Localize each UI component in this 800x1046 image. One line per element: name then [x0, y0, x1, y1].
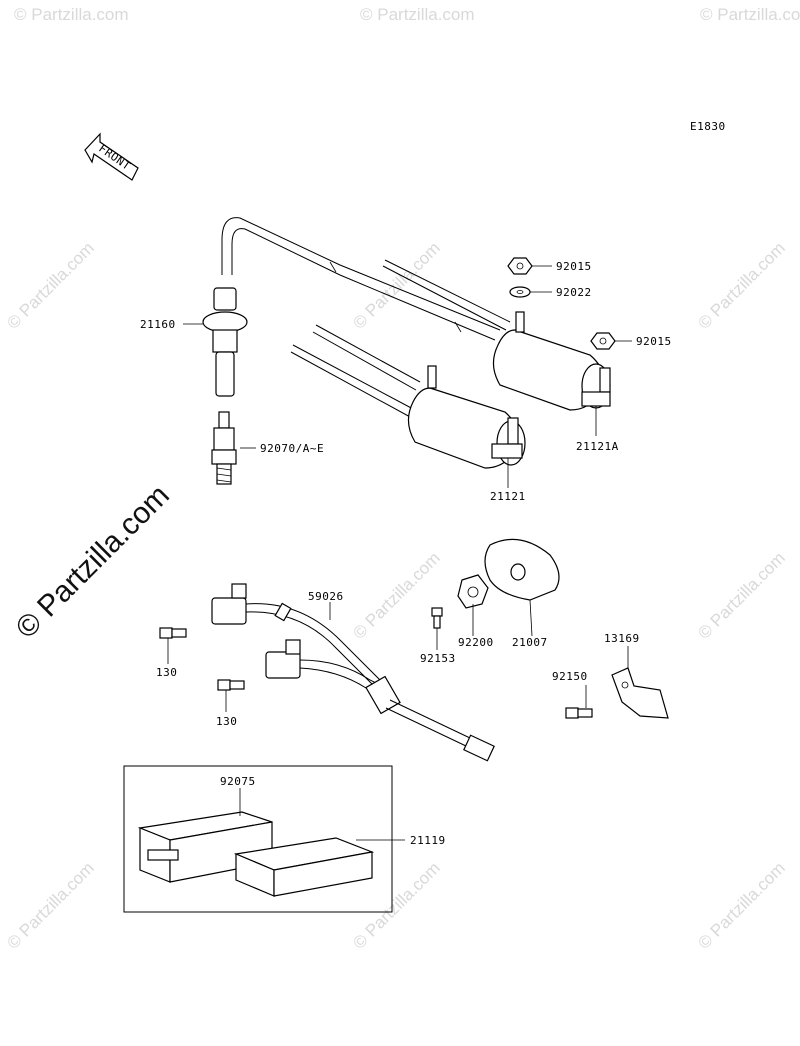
label-92150: 92150 — [552, 670, 588, 683]
ignition-coil-21121 — [290, 324, 526, 469]
watermark-text: © Partzilla.com — [694, 858, 788, 952]
spark-plug — [211, 411, 237, 485]
front-arrow-icon: FRONT — [84, 132, 139, 181]
washer-92022 — [509, 286, 531, 298]
bolt-92153 — [431, 607, 443, 629]
part-labels: 21160 92070/A~E 92015 92022 92015 21121A… — [140, 260, 672, 847]
plug-cap-assembly — [202, 217, 501, 397]
watermark-text: © Partzilla.com — [3, 858, 97, 952]
label-130-top: 130 — [156, 666, 177, 679]
watermark-text: © Partzilla.com — [700, 5, 800, 24]
nut-92015-right — [590, 332, 616, 350]
label-92015-right: 92015 — [636, 335, 672, 348]
diagram-code: E1830 — [690, 120, 726, 133]
bolt-130-bottom — [217, 679, 245, 691]
watermark-text: © Partzilla.com — [349, 238, 443, 332]
nut-92200 — [457, 574, 489, 609]
watermark-text: © Partzilla.com — [694, 238, 788, 332]
ignition-coil-21121a — [382, 259, 611, 411]
leader-lines — [167, 265, 632, 841]
bolt-130-top — [159, 627, 187, 639]
watermark-text: © Partzilla.com — [3, 238, 97, 332]
pickup-coil-harness — [211, 583, 495, 762]
label-92153: 92153 — [420, 652, 456, 665]
watermark-text: © Partzilla.com — [694, 548, 788, 642]
label-21119: 21119 — [410, 834, 446, 847]
label-21160: 21160 — [140, 318, 176, 331]
bracket-13169 — [611, 667, 669, 719]
label-92075: 92075 — [220, 775, 256, 788]
watermark-text: © Partzilla.com — [14, 5, 129, 24]
label-21121a: 21121A — [576, 440, 619, 453]
label-92200: 92200 — [458, 636, 494, 649]
label-59026: 59026 — [308, 590, 344, 603]
nut-92015-top — [507, 257, 533, 275]
watermark-layer: © Partzilla.com © Partzilla.com © Partzi… — [3, 5, 800, 953]
igniter-kit-frame — [123, 765, 393, 913]
label-13169: 13169 — [604, 632, 640, 645]
label-92022: 92022 — [556, 286, 592, 299]
label-92070: 92070/A~E — [260, 442, 324, 455]
watermark-text: © Partzilla.com — [349, 548, 443, 642]
timing-rotor-21007 — [484, 538, 560, 601]
igniter-unit-21119 — [233, 837, 375, 897]
label-92015-top: 92015 — [556, 260, 592, 273]
label-21007: 21007 — [512, 636, 548, 649]
watermark-text: © Partzilla.com — [360, 5, 475, 24]
watermark-main: © Partzilla.com — [10, 479, 176, 645]
label-130-bottom: 130 — [216, 715, 237, 728]
label-21121: 21121 — [490, 490, 526, 503]
bolt-92150 — [565, 707, 593, 719]
